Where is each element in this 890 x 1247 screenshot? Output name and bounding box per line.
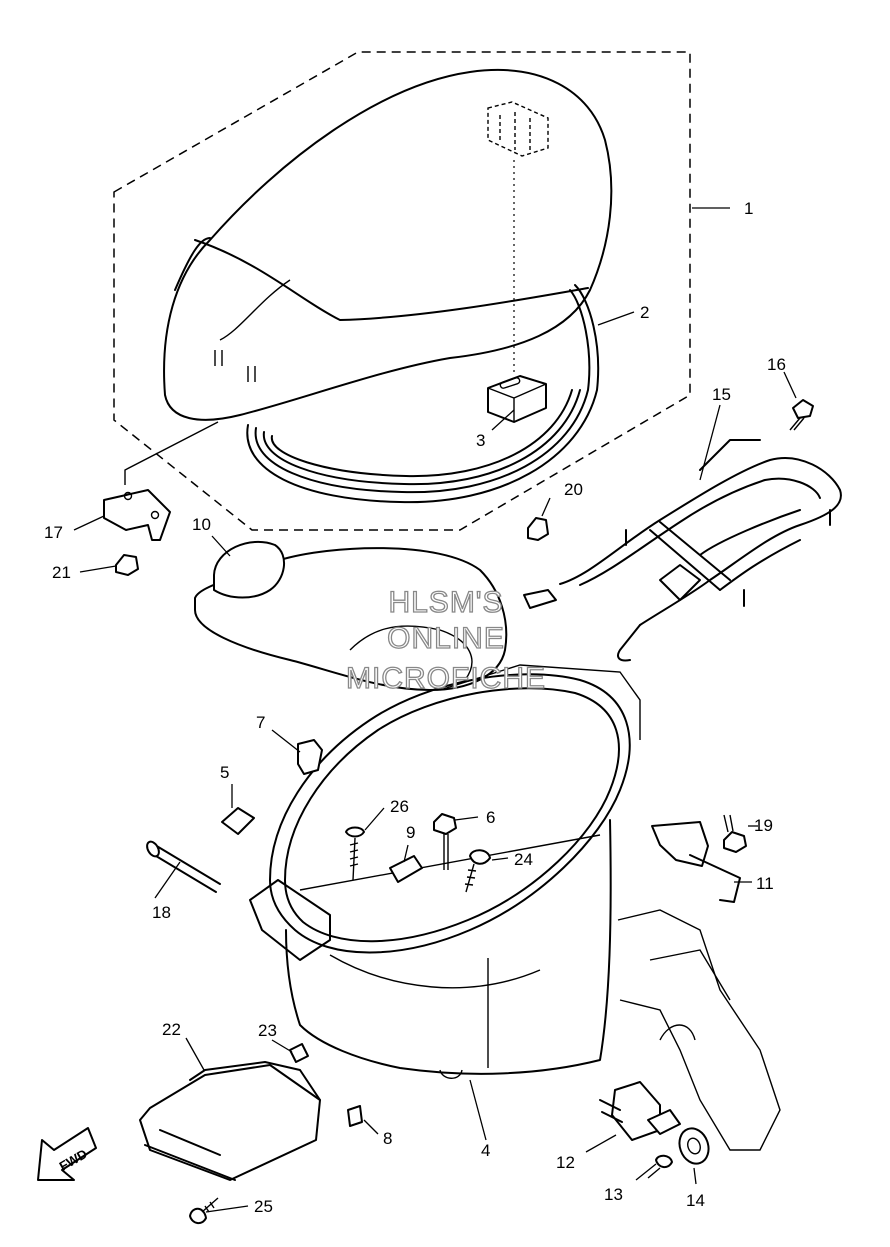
bumper-part[interactable] xyxy=(487,375,547,423)
leader-lines xyxy=(73,207,797,1213)
callout-11: 11 xyxy=(756,874,774,893)
callout-22: 22 xyxy=(162,1020,181,1039)
callout-23: 23 xyxy=(258,1021,277,1040)
bolt-a-part[interactable] xyxy=(433,813,457,870)
clip-23-part[interactable] xyxy=(289,1043,309,1063)
pad-part[interactable] xyxy=(221,807,255,835)
callout-4: 4 xyxy=(481,1141,490,1160)
rear-carrier-part[interactable] xyxy=(559,439,842,662)
callout-labels: 1 2 3 4 5 6 7 8 9 10 11 12 13 14 15 16 1… xyxy=(44,199,786,1216)
flange-nut-part[interactable] xyxy=(115,554,139,576)
watermark-line-1: HLSM'S xyxy=(388,586,503,619)
watermark-line-3: MICROFICHE xyxy=(346,662,546,695)
callout-7: 7 xyxy=(256,713,265,732)
front-cover-part[interactable] xyxy=(139,1061,321,1181)
callout-19: 19 xyxy=(754,816,773,835)
watermark-line-2: ONLINE xyxy=(387,622,505,655)
clip-8-part[interactable] xyxy=(347,1105,363,1127)
hinge-bracket-part[interactable] xyxy=(103,489,171,541)
callout-14: 14 xyxy=(686,1191,705,1210)
clip-part[interactable] xyxy=(297,739,323,775)
seat-lock-part[interactable] xyxy=(651,821,741,903)
pin-part[interactable] xyxy=(145,840,221,893)
rear-frame-part xyxy=(617,909,781,1151)
callout-21: 21 xyxy=(52,563,71,582)
screw-b-part[interactable] xyxy=(464,849,491,893)
collar-part[interactable] xyxy=(523,589,557,609)
callout-1: 1 xyxy=(744,199,753,218)
callout-15: 15 xyxy=(712,385,731,404)
grommet-part[interactable] xyxy=(527,517,549,541)
seat-pad-part[interactable] xyxy=(194,540,508,691)
callout-10: 10 xyxy=(192,515,211,534)
callout-20: 20 xyxy=(564,480,583,499)
lock-screw-part[interactable] xyxy=(647,1154,673,1179)
callout-8: 8 xyxy=(383,1129,392,1148)
callout-26: 26 xyxy=(390,797,409,816)
lock-cap-part[interactable] xyxy=(675,1124,714,1167)
callout-17: 17 xyxy=(44,523,63,542)
callout-25: 25 xyxy=(254,1197,273,1216)
storage-box-part[interactable] xyxy=(249,664,641,1079)
screw-25-part[interactable] xyxy=(189,1197,219,1224)
seat-part[interactable] xyxy=(163,68,613,421)
key-lock-part[interactable] xyxy=(599,1081,681,1141)
seat-assembly-boundary xyxy=(113,51,691,531)
bracket-guide-line xyxy=(124,421,219,485)
forward-direction-arrow: FWD xyxy=(37,1127,97,1181)
callout-5: 5 xyxy=(220,763,229,782)
callout-24: 24 xyxy=(514,850,533,869)
arrow-left-down-icon xyxy=(37,1127,97,1181)
callout-3: 3 xyxy=(476,431,485,450)
callout-12: 12 xyxy=(556,1153,575,1172)
seat-band-part[interactable] xyxy=(246,284,600,504)
label-part[interactable] xyxy=(389,855,423,883)
callout-13: 13 xyxy=(604,1185,623,1204)
callout-2: 2 xyxy=(640,303,649,322)
callout-16: 16 xyxy=(767,355,786,374)
callout-6: 6 xyxy=(486,808,495,827)
screw-a-part[interactable] xyxy=(345,826,365,881)
callout-9: 9 xyxy=(406,823,415,842)
watermark: HLSM'S ONLINE MICROFICHE xyxy=(345,585,546,695)
lock-bolt-part[interactable] xyxy=(723,814,747,853)
callout-18: 18 xyxy=(152,903,171,922)
rack-bolt-part[interactable] xyxy=(789,399,814,431)
